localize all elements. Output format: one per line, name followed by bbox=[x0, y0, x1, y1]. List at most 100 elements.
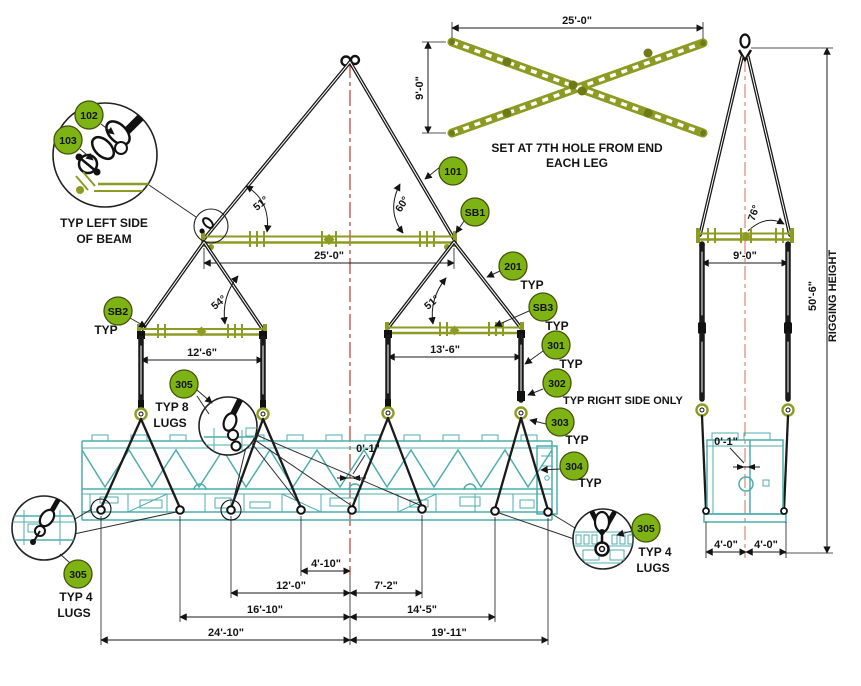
callout-201-label: 201 bbox=[504, 261, 522, 273]
note-7th-hole-line1: SET AT 7TH HOLE FROM END bbox=[491, 141, 663, 155]
callout-sb1-label: SB1 bbox=[465, 207, 486, 219]
dim-main-beam-span: 25'-0" bbox=[314, 250, 344, 262]
front-main-slings bbox=[202, 60, 456, 241]
front-view: 25'-0" 51° 60° 54° 12'-6" bbox=[81, 54, 558, 645]
front-dim-beam-span: 25'-0" bbox=[203, 248, 455, 269]
dim-sb2-span: 12'-6" bbox=[187, 347, 217, 359]
front-sb3-beam bbox=[385, 322, 524, 336]
callout-sb3: SB3 TYP bbox=[494, 292, 569, 333]
front-dim-sb2-span: 12'-6" bbox=[140, 347, 264, 364]
lug-eye-icon bbox=[30, 539, 36, 545]
dim-side-left: 4'-0" bbox=[714, 539, 738, 551]
front-cg-offset-marker: 0'-1" bbox=[337, 443, 380, 481]
chain-link-icon bbox=[222, 412, 238, 432]
callout-305-label: 305 bbox=[175, 379, 193, 391]
callout-302: 302 TYP RIGHT SIDE ONLY bbox=[527, 368, 683, 407]
label-typ-4: TYP 4 bbox=[59, 590, 92, 604]
label-lugs: LUGS bbox=[57, 606, 90, 620]
label-typ-4: TYP 4 bbox=[638, 545, 671, 559]
dim-4-10: 4'-10" bbox=[311, 558, 341, 570]
lug-eye-icon bbox=[230, 440, 242, 452]
front-lower-slings bbox=[99, 416, 550, 512]
callout-304-label: 304 bbox=[565, 461, 583, 473]
detail-left-beam-content bbox=[75, 108, 156, 194]
label-typ: TYP bbox=[578, 476, 601, 490]
callout-103-label: 103 bbox=[59, 135, 77, 147]
detail-4-lugs-right-content bbox=[574, 509, 633, 564]
unit-side-view bbox=[702, 432, 788, 523]
dim-top-width: 9'-0" bbox=[414, 76, 426, 100]
detail-8-lugs-content bbox=[204, 397, 257, 452]
note-7th-hole-line2: EACH LEG bbox=[546, 156, 608, 170]
detail-8-lugs: 305 TYP 8 LUGS bbox=[153, 369, 423, 507]
detail-left-side-of-beam: 102 103 TYP LEFT SIDE OF BEAM bbox=[52, 100, 229, 246]
label-typ: TYP bbox=[559, 357, 582, 371]
front-sb2-beam bbox=[137, 324, 267, 338]
front-main-angles: 51° 60° bbox=[245, 183, 412, 234]
front-dim-sb3-span: 13'-6" bbox=[387, 344, 522, 361]
callout-305-8lugs: 305 bbox=[169, 369, 213, 415]
label-typ: TYP bbox=[565, 433, 588, 447]
callout-305-label: 305 bbox=[637, 523, 655, 535]
callout-303-label: 303 bbox=[551, 417, 569, 429]
callout-sb2-label: SB2 bbox=[108, 306, 129, 318]
dim-7-2: 7'-2" bbox=[374, 580, 398, 592]
dim-14-5: 14'-5" bbox=[407, 604, 437, 616]
chain-link-icon bbox=[90, 135, 116, 161]
dim-side-cg-offset: 0'-1" bbox=[714, 436, 738, 448]
callout-sb3-label: SB3 bbox=[533, 302, 554, 314]
side-slings bbox=[698, 55, 792, 237]
callout-302-label: 302 bbox=[548, 378, 566, 390]
dim-front-cg-offset: 0'-1" bbox=[356, 443, 380, 455]
callout-301: 301 TYP bbox=[524, 330, 583, 371]
front-bottom-dims: 4'-10" 12'-0" 7'-2" 16'-10" 14'-5" 24'-1… bbox=[100, 515, 549, 645]
label-typ-8: TYP 8 bbox=[155, 400, 188, 414]
dim-sb3-span: 13'-6" bbox=[430, 344, 460, 356]
side-cg-offset-marker: 0'-1" bbox=[714, 436, 760, 470]
callout-201: 201 TYP bbox=[486, 251, 544, 292]
callout-305-label: 305 bbox=[69, 569, 87, 581]
side-dim-beam: 9'-0" bbox=[701, 248, 789, 268]
callout-301-label: 301 bbox=[547, 340, 565, 352]
angle-main-left: 51° bbox=[251, 194, 271, 213]
front-vertical-slings bbox=[134, 330, 528, 421]
angle-sb3: 51° bbox=[422, 293, 442, 312]
callout-sb2: SB2 TYP bbox=[94, 296, 147, 337]
front-right-bridle bbox=[386, 240, 523, 330]
dim-top-span: 25'-0" bbox=[562, 15, 592, 27]
side-hook-icon bbox=[737, 33, 753, 63]
callout-102-label: 102 bbox=[80, 110, 98, 122]
top-view-dims: 25'-0" 9'-0" bbox=[414, 15, 704, 134]
callout-101: 101 bbox=[424, 156, 468, 186]
front-callouts: 101 SB1 201 TYP SB2 TYP SB3 TYP 301 TYP … bbox=[94, 156, 683, 490]
dim-12-0: 12'-0" bbox=[276, 580, 306, 592]
front-left-bridle bbox=[139, 240, 266, 333]
dim-side-right: 4'-0" bbox=[754, 539, 778, 551]
label-typ: TYP bbox=[545, 319, 568, 333]
callout-304: 304 TYP bbox=[540, 451, 602, 490]
spreader-top-view: 25'-0" 9'-0" SET AT 7TH HOLE FROM END EA… bbox=[414, 15, 708, 170]
angle-sb2: 54° bbox=[209, 293, 229, 312]
detail-4-lugs-right: 305 TYP 4 LUGS bbox=[498, 508, 672, 575]
detail-4-lugs-left: 305 TYP 4 LUGS bbox=[11, 495, 177, 620]
detail-4-lugs-left-content bbox=[12, 497, 76, 545]
front-sb3-angle: 51° bbox=[422, 277, 447, 325]
label-rigging-height: RIGGING HEIGHT bbox=[827, 250, 839, 343]
unit-front-view bbox=[81, 434, 558, 521]
callout-305-4lugs-right: 305 bbox=[616, 513, 661, 543]
side-view: 76° 9'-0" bbox=[695, 33, 839, 558]
dim-16-10: 16'-10" bbox=[247, 604, 283, 616]
callout-303: 303 TYP bbox=[529, 407, 589, 447]
angle-side: 76° bbox=[746, 203, 763, 222]
callout-sb1: SB1 bbox=[455, 197, 490, 234]
label-lugs: LUGS bbox=[153, 416, 186, 430]
label-typ: TYP bbox=[520, 278, 543, 292]
angle-main-right: 60° bbox=[393, 194, 412, 214]
label-lugs: LUGS bbox=[636, 561, 669, 575]
front-main-spreader-beam bbox=[201, 231, 457, 250]
dim-rigging-height-value: 50'-6" bbox=[807, 281, 819, 311]
side-vertical-slings bbox=[695, 241, 795, 512]
dim-24-10: 24'-10" bbox=[208, 627, 244, 639]
